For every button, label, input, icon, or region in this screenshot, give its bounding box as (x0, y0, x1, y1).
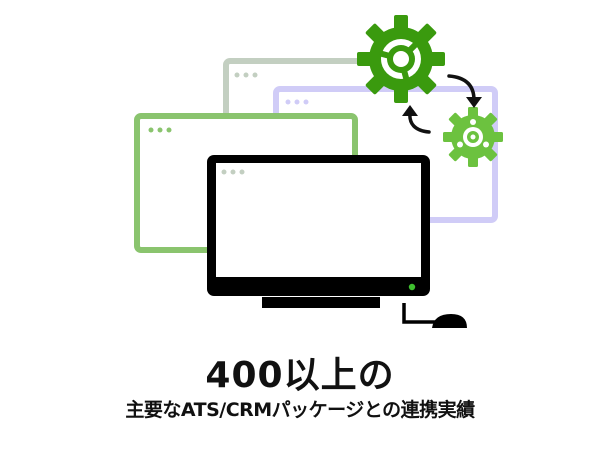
cycle-arrowheads (402, 97, 482, 116)
headline-sub: 主要なATS/CRMパッケージとの連携実績 (125, 399, 475, 421)
power-led (408, 283, 416, 291)
mouse-icon (402, 303, 467, 328)
gear-icon-large (357, 15, 445, 103)
headline-main: 400以上の (205, 355, 395, 396)
integration-illustration (134, 15, 503, 328)
gear-icon-small (443, 107, 503, 167)
monitor-icon (207, 155, 430, 308)
